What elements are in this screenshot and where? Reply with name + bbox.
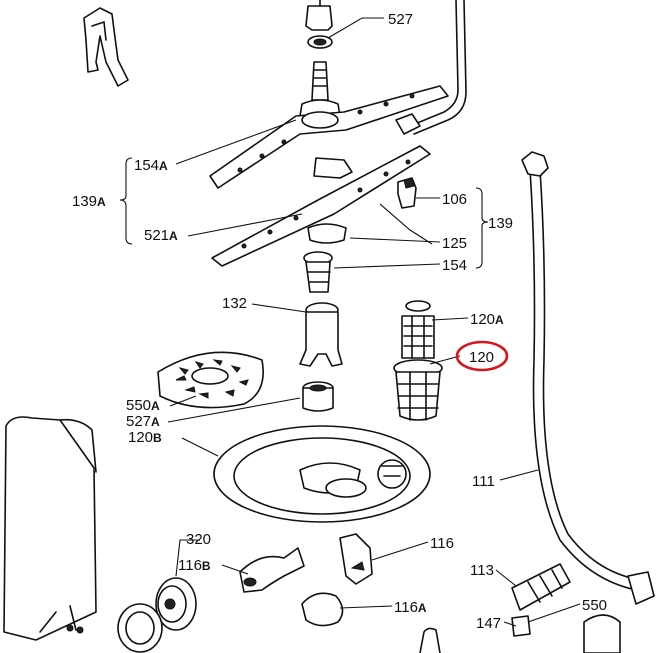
label-154A: 154A [134, 157, 168, 174]
label-120: 120 [469, 349, 494, 366]
filter-120 [393, 300, 443, 421]
part-116A [301, 592, 344, 627]
highlight-circle-120 [455, 340, 509, 372]
part-527-cap [305, 0, 333, 49]
label-116: 116 [430, 535, 454, 552]
label-550A: 550A [126, 397, 160, 414]
part-116B [239, 547, 305, 593]
part-550-small [511, 614, 621, 653]
label-120A: 120A [470, 311, 504, 328]
label-521A: 521A [144, 227, 178, 244]
label-139: 139 [488, 215, 513, 232]
label-527A: 527A [126, 413, 160, 430]
upper-spray-arm [209, 61, 449, 189]
label-116B: 116B [178, 557, 211, 574]
part-125 [307, 223, 347, 244]
label-132: 132 [222, 295, 247, 312]
water-tank [3, 416, 97, 641]
label-111: 111 [472, 473, 495, 490]
label-113: 113 [470, 562, 494, 579]
hose-111 [521, 151, 655, 605]
label-120B: 120B [128, 429, 162, 446]
pump-320 [117, 577, 197, 653]
label-147: 147 [476, 615, 501, 632]
part-147 [419, 627, 441, 653]
water-pipe [395, 0, 467, 135]
tub-base-120B [213, 425, 431, 523]
leader-lines [167, 17, 581, 627]
label-106: 106 [442, 191, 467, 208]
label-550: 550 [582, 597, 607, 614]
label-125: 125 [442, 235, 467, 252]
label-139A: 139A [72, 193, 106, 210]
label-527: 527 [388, 11, 413, 28]
part-113 [511, 563, 571, 611]
part-132 [299, 302, 343, 367]
lower-spray-arm [211, 145, 431, 267]
bracket-139A [119, 157, 133, 245]
bracket-139 [475, 187, 489, 269]
part-527A [302, 381, 334, 412]
part-116 [339, 533, 373, 585]
label-320: 320 [186, 531, 211, 548]
clip-top-left [83, 7, 129, 87]
label-116A: 116A [394, 599, 427, 616]
part-106 [397, 177, 417, 209]
part-154 [303, 251, 333, 293]
label-154: 154 [442, 257, 467, 274]
part-550A [157, 351, 264, 409]
